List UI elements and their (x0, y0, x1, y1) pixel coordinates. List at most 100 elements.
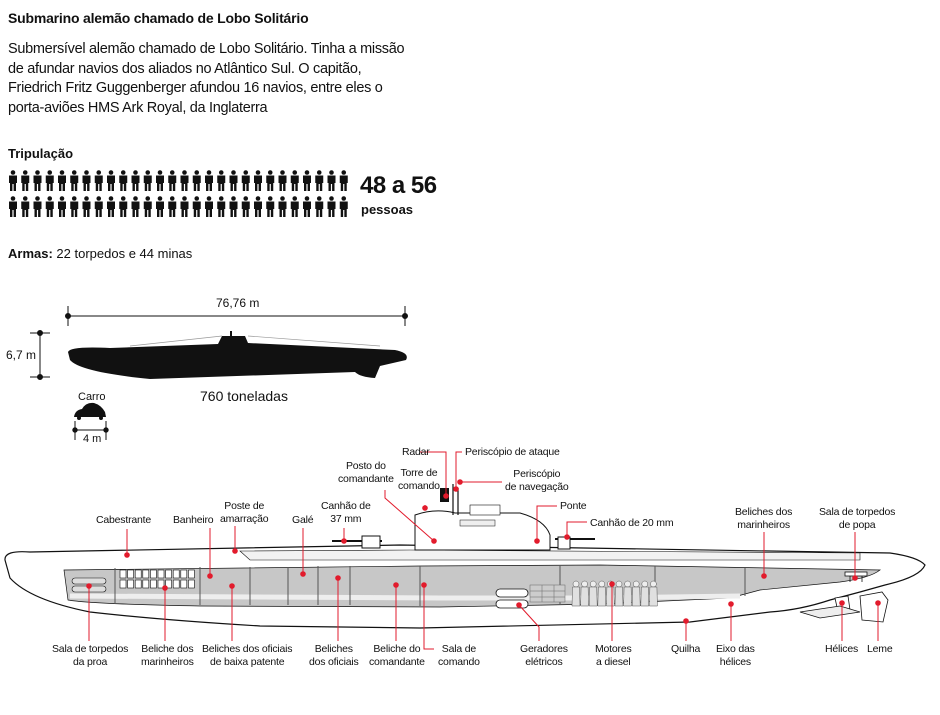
person-icon (21, 196, 30, 217)
label-eixo-helices: Eixo das hélices (716, 643, 755, 668)
person-icon (107, 196, 115, 217)
bunk (127, 569, 134, 579)
bunk (157, 569, 165, 579)
leader-canhao-20 (564, 521, 587, 540)
callout-dot (728, 601, 734, 607)
leader-sala-torpedos-proa (86, 583, 92, 641)
callout-dot (609, 581, 615, 587)
person-icon (229, 196, 238, 217)
person-icon (70, 170, 79, 191)
label-periscopio-ataque: Periscópio de ataque (465, 446, 560, 458)
bunk (172, 579, 180, 589)
callout-dot (564, 534, 570, 540)
label-banheiro: Banheiro (173, 514, 214, 526)
person-icon (58, 170, 66, 191)
label-periscopio-navegacao: Periscópio de navegação (505, 468, 569, 493)
person-icon (339, 196, 348, 217)
bunk (134, 569, 142, 579)
person-icon (315, 196, 324, 217)
bunk (180, 579, 188, 589)
person-icon (266, 170, 275, 191)
person-icon (156, 170, 164, 191)
label-torre-comando: Torre de comando (398, 467, 440, 492)
leader-ponte (534, 505, 557, 544)
car-length-label: 4 m (83, 433, 102, 445)
person-icon (119, 196, 128, 217)
person-icon (278, 170, 287, 191)
person-icon (94, 196, 103, 217)
callout-dot (443, 493, 449, 499)
callout-dot (457, 479, 463, 485)
person-icon (9, 170, 17, 191)
leader-sala-comando (421, 582, 434, 650)
leader-canhao-37 (341, 528, 347, 544)
bunk (188, 579, 195, 589)
label-leme: Leme (867, 643, 893, 655)
label-beliches-oficiais: Beliches dos oficiais (309, 643, 359, 668)
diesel-engines (571, 580, 658, 607)
label-beliche-comandante: Beliche do comandante (369, 643, 425, 668)
callout-dot (852, 575, 858, 581)
callout-dot (839, 600, 845, 606)
label-canhao-37: Canhão de 37 mm (321, 500, 371, 525)
bunk (127, 579, 134, 589)
leader-poste-amarracao (232, 526, 238, 554)
person-icon (290, 196, 299, 217)
callout-dot (683, 618, 689, 624)
leader-banheiro (207, 528, 213, 579)
leader-helices (839, 600, 845, 641)
leader-periscopio-navegacao (457, 479, 502, 485)
leader-eixo-helices (728, 601, 734, 641)
label-radar: Radar (402, 446, 430, 458)
person-icon (290, 170, 299, 191)
person-icon (217, 196, 226, 217)
sailor-bunks (119, 569, 195, 589)
person-icon (327, 170, 336, 191)
person-icon (205, 170, 213, 191)
callout-leaders (86, 451, 881, 650)
callout-dot (431, 538, 437, 544)
person-icon (58, 196, 66, 217)
leader-beliches-baixa-patente (229, 583, 235, 641)
person-icon (45, 196, 54, 217)
person-icon (82, 170, 91, 191)
bunk (180, 569, 188, 579)
deck-guns (332, 535, 595, 550)
label-sala-comando: Sala de comando (438, 643, 480, 668)
leader-beliche-marinheiros (162, 585, 168, 641)
description: Submersível alemão chamado de Lobo Solit… (8, 41, 405, 116)
label-gale: Galé (292, 514, 314, 526)
label-beliche-marinheiros: Beliche dos marinheiros (141, 643, 194, 668)
callout-dot (341, 538, 347, 544)
person-icon (168, 170, 177, 191)
bunk (157, 579, 165, 589)
label-helices: Hélices (825, 643, 859, 655)
interior-floor (69, 593, 741, 601)
person-icon (303, 170, 311, 191)
person-icon (45, 170, 54, 191)
person-icon (315, 170, 324, 191)
person-icon (143, 170, 152, 191)
bunk (172, 569, 180, 579)
bunk (119, 579, 127, 589)
crew-title: Tripulação (8, 146, 74, 161)
person-icon (168, 196, 177, 217)
callout-dot (761, 573, 767, 579)
engine-cylinder (571, 580, 581, 607)
person-icon (33, 196, 42, 217)
label-sala-torpedos-popa: Sala de torpedos de popa (819, 506, 896, 531)
bunk (150, 569, 157, 579)
leader-periscopio-ataque (453, 451, 462, 492)
bunk (142, 579, 150, 589)
leader-leme (875, 600, 881, 641)
engine-cylinder (597, 580, 607, 607)
callout-dot (534, 538, 540, 544)
engine-cylinder (649, 580, 658, 607)
person-icon (229, 170, 238, 191)
engine-cylinder (631, 580, 641, 607)
person-icon (131, 196, 140, 217)
bunk (142, 569, 150, 579)
leader-motores (609, 581, 615, 641)
label-posto-comandante: Posto do comandante (338, 460, 394, 485)
